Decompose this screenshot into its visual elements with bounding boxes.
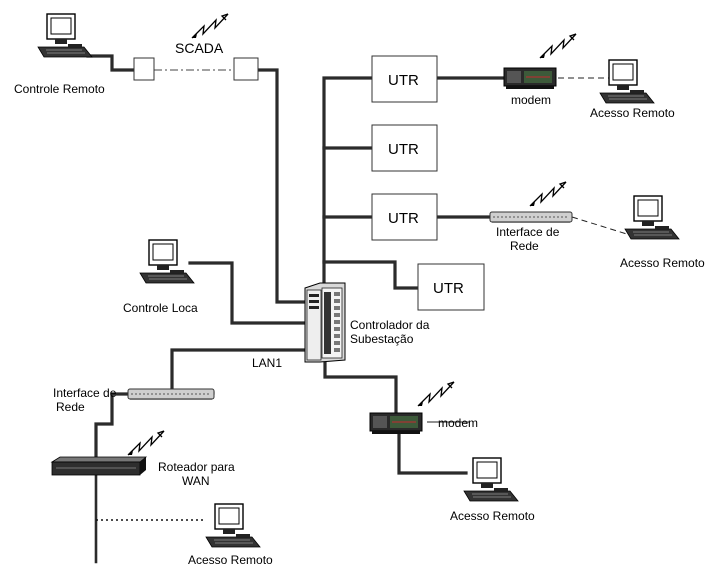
acesso-remoto-label-4: Acesso Remoto — [188, 553, 273, 566]
lightning-signal-icon — [529, 181, 567, 207]
utr-box-3[interactable] — [371, 193, 438, 241]
interface-rede-top-line1: Interface de — [496, 225, 560, 239]
utr-box-4[interactable] — [417, 263, 485, 311]
computer-icon[interactable] — [139, 239, 195, 284]
acesso-remoto-label-1: Acesso Remoto — [590, 106, 675, 120]
utr-label-1: UTR — [388, 72, 419, 89]
server-tower-icon[interactable] — [304, 282, 346, 363]
controle-local-label: Controle Loca — [123, 301, 198, 315]
roteador-label-line2: WAN — [182, 474, 210, 488]
utr-label-2: UTR — [388, 141, 419, 158]
wires — [86, 54, 506, 564]
computer-icon[interactable] — [37, 13, 93, 58]
computer-icon[interactable] — [205, 503, 261, 548]
interface-rede-left-line2: Rede — [56, 400, 85, 414]
interface-remote-link — [571, 216, 631, 236]
interface-rede-top-line2: Rede — [510, 239, 539, 253]
network-interface-top[interactable] — [489, 211, 573, 223]
scada-terminal-right[interactable] — [233, 57, 259, 81]
scada-terminal-left[interactable] — [133, 57, 155, 81]
roteador-label-line1: Roteador para — [158, 460, 235, 474]
interface-rede-left-line1: Interface de — [53, 386, 117, 400]
scada-label: SCADA — [175, 40, 224, 56]
network-interface-left[interactable] — [127, 388, 215, 400]
acesso-remoto-label-2: Acesso Remoto — [620, 256, 705, 270]
router-icon[interactable] — [50, 456, 148, 476]
lan-label: LAN1 — [252, 356, 282, 370]
controlador-label-line1: Controlador da — [350, 318, 430, 332]
computer-icon[interactable] — [599, 59, 655, 104]
lightning-signal-icon — [127, 430, 165, 456]
controlador-label-line2: Subestação — [350, 332, 414, 346]
acesso-remoto-label-3: Acesso Remoto — [450, 509, 535, 523]
modem-icon[interactable] — [369, 412, 423, 435]
modem-label-top: modem — [511, 93, 551, 107]
controle-remoto-label: Controle Remoto — [14, 82, 105, 96]
lightning-signal-icon — [539, 33, 577, 59]
lightning-signal-icon — [191, 13, 229, 39]
utr-label-4: UTR — [433, 280, 464, 297]
modem-label-bottom: modem — [438, 416, 478, 430]
utr-label-3: UTR — [388, 210, 419, 227]
lightning-signal-icon — [417, 381, 455, 407]
utr-box-1[interactable] — [371, 55, 438, 103]
computer-icon[interactable] — [624, 195, 680, 240]
computer-icon[interactable] — [463, 457, 519, 502]
modem-icon[interactable] — [503, 67, 557, 90]
utr-box-2[interactable] — [371, 124, 438, 172]
